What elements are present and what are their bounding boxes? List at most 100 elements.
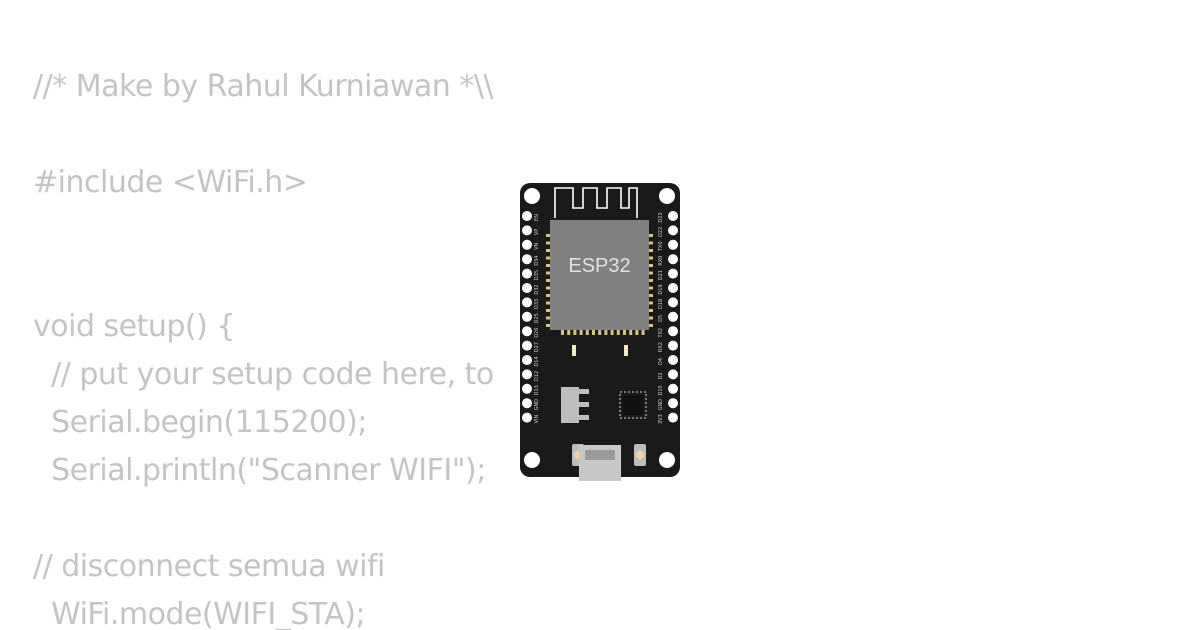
chip-pad [604,330,608,335]
header-pin[interactable] [668,283,678,293]
status-led [624,345,628,356]
header-pin[interactable] [522,355,532,365]
code-line: void setup() { [33,309,235,344]
header-pin[interactable] [522,239,532,250]
header-pin[interactable] [668,326,678,337]
pin-label: D21 [658,270,664,280]
chip-pad [629,330,633,335]
pin-label: VN [534,242,540,249]
pin-label: GND [658,399,664,411]
chip-pad [648,279,653,282]
header-pin[interactable] [522,254,532,265]
chip-pad [546,241,551,245]
header-pin[interactable] [668,268,678,279]
header-pin[interactable] [522,283,532,293]
reset-button[interactable] [634,444,646,466]
pin-label: VP [534,229,540,235]
pin-label: D15 [658,385,664,395]
chip-pad [546,271,551,275]
micro-usb-port[interactable] [579,445,621,481]
chip-pad [561,330,564,335]
pin-label: TX0 [658,241,664,252]
pin-label: D26 [534,328,540,338]
chip-pad [546,294,551,297]
chip-pad [648,264,653,267]
esp32-board[interactable]: ESP32 [519,182,682,482]
pin-label: RX2 [658,342,664,352]
pin-label: D25 [534,313,540,323]
code-line: Serial.println("Scanner WIFI"); [33,453,486,488]
power-led [572,345,576,356]
chip-pad [648,271,653,275]
chip-pad [648,249,653,252]
chip-pad [610,330,614,335]
header-pin[interactable] [522,369,532,380]
chip-pins [546,234,653,335]
header-pin[interactable] [668,211,678,221]
chip-pad [635,330,639,335]
header-pin[interactable] [522,383,532,394]
chip-pad [648,316,653,320]
header-pin[interactable] [522,326,532,337]
pin-label: GND [534,399,540,411]
header-pin[interactable] [522,225,532,236]
header-pin[interactable] [522,311,532,322]
pin-label: D14 [534,356,540,366]
esp32-chip [550,220,649,330]
pin-label: D18 [658,299,664,309]
mounting-hole [659,188,675,204]
code-line: // disconnect semua wifi [33,549,385,584]
mounting-hole [659,452,675,468]
header-pin[interactable] [522,211,532,221]
header-pin[interactable] [668,225,678,236]
header-pin[interactable] [668,297,678,308]
chip-pad [546,279,551,282]
header-pin[interactable] [668,311,678,322]
header-pin[interactable] [668,398,678,409]
header-pin[interactable] [668,383,678,394]
chip-pad [546,309,551,312]
header-pin[interactable] [522,412,532,423]
header-pin[interactable] [668,340,678,351]
header-pin[interactable] [668,355,678,365]
chip-pad [546,324,551,327]
chip-pad [648,309,653,312]
pin-label: VIN [534,415,540,424]
header-pin[interactable] [522,268,532,279]
pin-label: D5 [658,315,664,322]
chip-pad [546,256,551,260]
chip-pad [648,256,653,260]
code-line: //* Make by Rahul Kurniawan *\\ [33,69,494,104]
chip-pad [585,330,589,335]
usb-uart-chip [619,391,647,419]
code-line: WiFi.mode(WIFI_STA); [33,597,366,630]
chip-pad [623,330,626,335]
chip-pad [648,324,653,327]
pin-label: D23 [658,212,664,222]
header-pin[interactable] [522,297,532,308]
chip-pad [573,330,577,335]
chip-pad [641,330,645,335]
header-pin[interactable] [668,254,678,265]
pin-label: D19 [658,284,664,294]
chip-pad [648,301,653,305]
chip-pad [546,234,551,237]
chip-pad [546,316,551,320]
chip-pad [648,241,653,245]
chip-pad [648,286,653,290]
header-pin[interactable] [522,398,532,409]
chip-pad [546,286,551,290]
pin-label: D12 [534,371,540,381]
pin-label: D33 [534,299,540,309]
header-pin[interactable] [668,412,678,423]
chip-pad [546,249,551,252]
header-pin[interactable] [522,340,532,351]
voltage-regulator [561,387,589,423]
header-pins: ENVPVND34D35D32D33D25D26D27D14D12D13GNDV… [522,211,678,424]
header-pin[interactable] [668,239,678,250]
chip-pad [546,301,551,305]
pin-label: D4 [658,358,664,365]
header-pin[interactable] [668,369,678,380]
